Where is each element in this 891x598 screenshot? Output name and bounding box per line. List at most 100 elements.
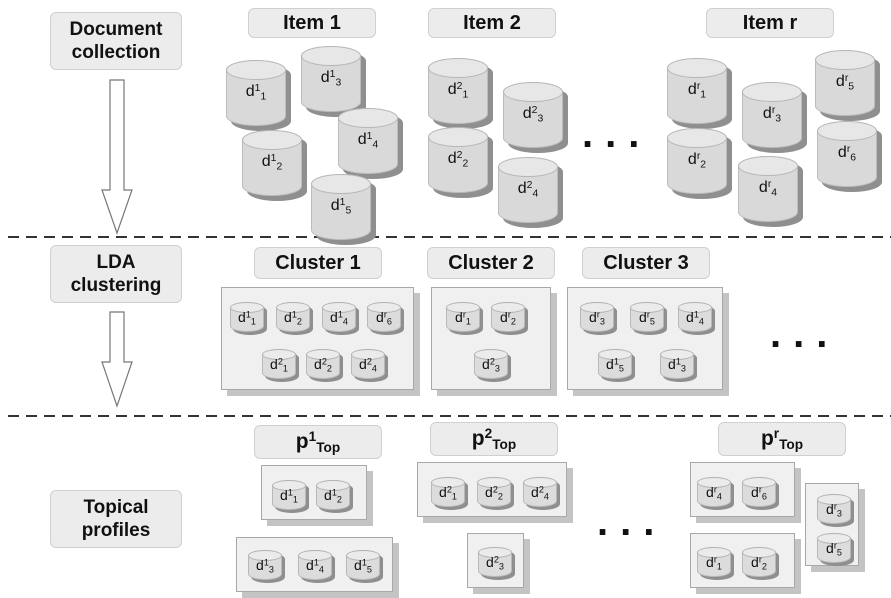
doc-label: dr6 [751, 484, 767, 502]
doc-item2-d2-4: d24 [498, 157, 558, 223]
doc-label: d14 [357, 131, 379, 151]
doc-profile1-d1-2: d12 [316, 480, 350, 510]
doc-label: dr2 [500, 309, 516, 327]
doc-cluster1-d2-1: d21 [262, 349, 296, 379]
doc-label: d15 [606, 356, 624, 374]
doc-item2-d2-1: d21 [428, 58, 488, 124]
down-arrow-2 [101, 311, 133, 408]
doc-itemr-dr-2: dr2 [667, 128, 727, 194]
doc-itemr-dr-3: dr3 [742, 82, 802, 148]
doc-profiler-dr-5: dr5 [817, 533, 851, 563]
down-arrow-1 [101, 79, 133, 235]
doc-label: dr3 [762, 105, 782, 125]
profile-header-1: p1Top [254, 425, 382, 459]
doc-label: dr5 [826, 540, 842, 558]
doc-label: d15 [354, 557, 372, 575]
profile-name: prTop [760, 425, 804, 452]
cluster-header-3: Cluster 3 [582, 247, 710, 279]
doc-profile1-d1-4: d14 [298, 550, 332, 580]
doc-cluster1-d2-2: d22 [306, 349, 340, 379]
doc-profiler-dr-2: dr2 [742, 547, 776, 577]
doc-label: dr1 [706, 554, 722, 572]
stage-label-lda-clustering: LDA clustering [50, 245, 182, 303]
doc-item2-d2-2: d22 [428, 127, 488, 193]
doc-label: dr4 [758, 179, 778, 199]
doc-label: d24 [359, 356, 377, 374]
doc-item1-d1-5: d15 [311, 174, 371, 240]
doc-cluster2-dr-2: dr2 [491, 302, 525, 332]
doc-label: d11 [280, 487, 298, 505]
doc-label: d13 [320, 69, 342, 89]
doc-item1-d1-2: d12 [242, 130, 302, 196]
doc-cluster3-d1-5: d15 [598, 349, 632, 379]
profile-header-r: prTop [718, 422, 846, 456]
doc-profiler-dr-4: dr4 [697, 477, 731, 507]
doc-profiler-dr-3: dr3 [817, 494, 851, 524]
doc-cluster1-dr-6: dr6 [367, 302, 401, 332]
stage-label-topical-profiles: Topical profiles [50, 490, 182, 548]
doc-profile2-d2-4: d24 [523, 477, 557, 507]
doc-label: d21 [270, 356, 288, 374]
cluster-header-2: Cluster 2 [427, 247, 555, 279]
doc-label: dr1 [687, 81, 707, 101]
doc-label: dr3 [589, 309, 605, 327]
doc-cluster3-d1-4: d14 [678, 302, 712, 332]
doc-item2-d2-3: d23 [503, 82, 563, 148]
doc-profile1-d1-1: d11 [272, 480, 306, 510]
doc-label: dr5 [835, 73, 855, 93]
doc-item1-d1-1: d11 [226, 60, 286, 126]
doc-itemr-dr-6: dr6 [817, 121, 877, 187]
doc-label: d24 [531, 484, 549, 502]
doc-profile2-d2-2: d22 [477, 477, 511, 507]
doc-cluster1-d1-1: d11 [230, 302, 264, 332]
doc-label: d23 [522, 105, 544, 125]
doc-cluster1-d1-2: d12 [276, 302, 310, 332]
profile-name: p2Top [471, 425, 517, 452]
doc-label: dr3 [826, 501, 842, 519]
doc-cluster3-d1-3: d13 [660, 349, 694, 379]
stage-label-document-collection: Document collection [50, 12, 182, 70]
doc-item1-d1-3: d13 [301, 46, 361, 112]
profile-header-2: p2Top [430, 422, 558, 456]
doc-label: dr2 [751, 554, 767, 572]
doc-cluster2-d2-3: d23 [474, 349, 508, 379]
doc-label: d22 [485, 484, 503, 502]
doc-cluster1-d1-4: d14 [322, 302, 356, 332]
doc-label: d14 [686, 309, 704, 327]
doc-itemr-dr-5: dr5 [815, 50, 875, 116]
doc-label: d14 [306, 557, 324, 575]
doc-profile1-d1-5: d15 [346, 550, 380, 580]
doc-label: d13 [256, 557, 274, 575]
doc-cluster1-d2-4: d24 [351, 349, 385, 379]
cluster-header-1: Cluster 1 [254, 247, 382, 279]
doc-cluster3-dr-5: dr5 [630, 302, 664, 332]
item-header-r: Item r [706, 8, 834, 38]
doc-itemr-dr-1: dr1 [667, 58, 727, 124]
doc-label: d15 [330, 197, 352, 217]
doc-label: dr6 [837, 144, 857, 164]
doc-profiler-dr-1: dr1 [697, 547, 731, 577]
ellipsis-clusters: ... [770, 312, 840, 356]
item-header-1: Item 1 [248, 8, 376, 38]
doc-label: d22 [314, 356, 332, 374]
doc-label: d22 [447, 150, 469, 170]
doc-label: d21 [439, 484, 457, 502]
doc-profiler-dr-6: dr6 [742, 477, 776, 507]
doc-label: dr1 [455, 309, 471, 327]
doc-label: d11 [245, 83, 267, 103]
doc-label: d11 [238, 309, 256, 327]
doc-label: d12 [261, 153, 283, 173]
doc-label: d14 [330, 309, 348, 327]
doc-label: d23 [486, 554, 504, 572]
doc-cluster3-dr-3: dr3 [580, 302, 614, 332]
ellipsis-profiles: ... [597, 500, 667, 544]
doc-label: d23 [482, 356, 500, 374]
doc-label: d13 [668, 356, 686, 374]
doc-label: d24 [517, 180, 539, 200]
doc-profile2-d2-3: d23 [478, 547, 512, 577]
doc-label: d12 [324, 487, 342, 505]
doc-label: d21 [447, 81, 469, 101]
doc-item1-d1-4: d14 [338, 108, 398, 174]
